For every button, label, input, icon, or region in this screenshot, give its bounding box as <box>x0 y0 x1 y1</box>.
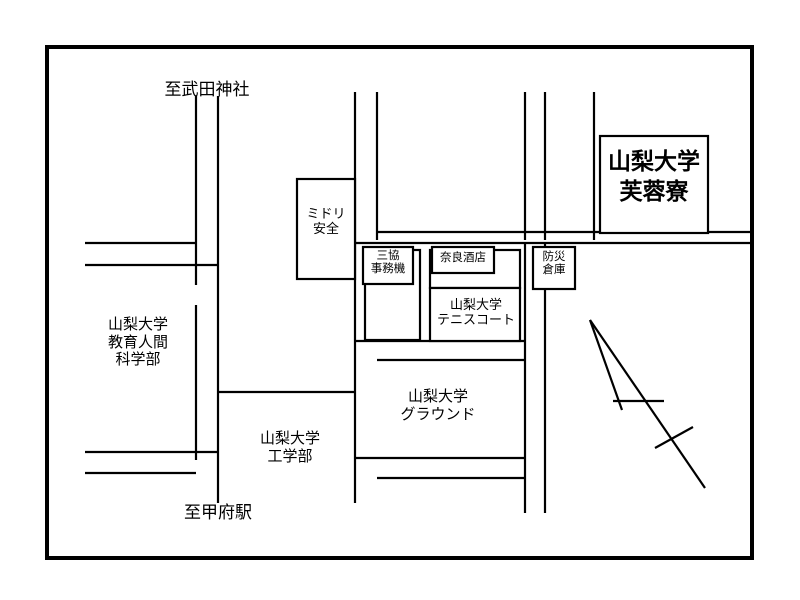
label-to-kofu-station: 至甲府駅 <box>184 503 252 523</box>
building-fuyo-dorm <box>598 134 710 235</box>
building-midori-anzen <box>295 177 357 281</box>
label-sankyo-jimuki: 三協 事務機 <box>370 248 406 275</box>
river-bank-west <box>588 319 624 411</box>
building-nara-label-box <box>430 245 496 275</box>
bridge-mark <box>654 426 694 449</box>
label-faculty-engineering: 山梨大学 工学部 <box>259 429 320 465</box>
label-midori-anzen: ミドリ 安全 <box>306 207 346 238</box>
label-faculty-education: 山梨大学 教育人間 科学部 <box>107 315 168 369</box>
river-bank-east <box>589 319 706 489</box>
label-to-takeda-shrine: 至武田神社 <box>164 80 250 100</box>
building-tennis-court <box>428 286 522 343</box>
label-tennis-court: 山梨大学 テニスコート <box>436 298 515 329</box>
label-bousai-souko: 防災 倉庫 <box>542 249 566 276</box>
label-fuyo-dorm-title: 山梨大学 芙蓉寮 <box>608 149 700 205</box>
building-bousai-souko <box>531 245 577 291</box>
label-nara-saketen: 奈良酒店 <box>440 250 486 264</box>
building-sankyo-label-box <box>361 245 415 286</box>
label-ground: 山梨大学 グラウンド <box>400 387 476 423</box>
